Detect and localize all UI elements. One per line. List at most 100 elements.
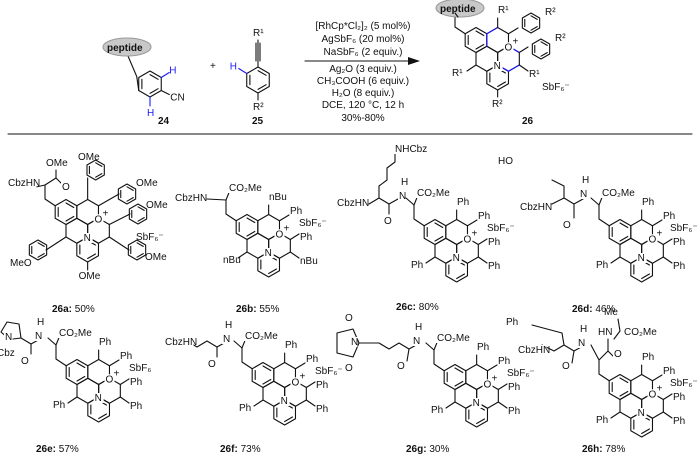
fused-ring-E	[465, 401, 489, 428]
compound-number-26: 26	[522, 116, 534, 127]
product-26	[435, 0, 529, 91]
bond-chain	[613, 318, 621, 340]
aryl-ring	[86, 159, 105, 181]
label-background	[174, 193, 204, 203]
label-background	[603, 307, 616, 317]
pyrylium-oxygen-label: O	[464, 234, 472, 245]
bond-chain	[44, 184, 56, 207]
bond-chain	[590, 197, 600, 206]
nitrile-label: CN	[170, 93, 184, 104]
side-chain-label: CO₂Me	[602, 188, 635, 199]
substituent-n_right-label: OMe	[146, 200, 168, 211]
nitrogen-label: N	[494, 61, 501, 72]
label-background	[104, 374, 115, 385]
substituent-top-label: Ph	[285, 340, 297, 351]
aryl-ring	[28, 239, 48, 261]
substituent-n_right-label: Ph	[300, 232, 312, 243]
label-background	[647, 234, 658, 245]
aryl-ring	[127, 239, 147, 261]
bond-chain	[336, 328, 360, 358]
bond-chain	[55, 344, 67, 367]
substituent-bottom-label: nBu	[300, 256, 318, 267]
substituent-top-label: Ph	[99, 337, 111, 348]
bond	[497, 401, 508, 409]
compound-number: 26c:	[396, 302, 416, 313]
bond	[486, 364, 498, 372]
bond	[160, 89, 170, 96]
substituent-n_right-label: Ph	[673, 237, 685, 248]
label-background	[579, 189, 587, 199]
condition-line: CH₃COOH (6 equiv.)	[317, 76, 409, 87]
positive-charge-label: +	[103, 208, 109, 219]
bond	[497, 81, 506, 88]
bond	[65, 202, 75, 209]
bond	[425, 256, 436, 264]
positive-charge-label: +	[300, 371, 306, 382]
label-background	[581, 175, 589, 185]
label-background	[636, 253, 647, 263]
substituent-n_right-label: Ph	[508, 382, 520, 393]
aryl-ring	[128, 203, 148, 225]
compound-26g	[336, 328, 508, 428]
bond	[305, 399, 316, 407]
substituent-left-label: Ph	[239, 403, 251, 414]
bond	[246, 230, 256, 237]
peptide-bubble	[102, 37, 152, 57]
nitrogen-label: N	[453, 253, 460, 264]
aryl-ring	[531, 38, 551, 60]
label-background	[492, 61, 503, 71]
yield-value: 78%	[605, 444, 625, 455]
side-chain-label: O	[208, 359, 216, 370]
nitrogen-label: N	[473, 398, 480, 409]
label-background	[263, 248, 274, 258]
side-chain-label: O	[614, 349, 622, 360]
compound-number: 26e:	[36, 444, 56, 455]
bond	[497, 383, 508, 391]
compound-number: 26d:	[572, 304, 593, 315]
compound-number-24: 24	[158, 116, 170, 127]
side-chain-label: CbzHN	[337, 198, 369, 209]
bond	[610, 411, 621, 419]
label-background	[519, 202, 549, 212]
side-chain-label: N	[399, 191, 406, 202]
bond-chain	[531, 324, 565, 346]
bond	[45, 236, 67, 251]
substituent-right-label: Ph	[663, 211, 675, 222]
bond	[434, 235, 444, 242]
r2-label: R²	[492, 99, 503, 110]
label-background	[4, 332, 12, 342]
side-chain-label: H	[582, 175, 589, 186]
bond-chain	[225, 199, 237, 222]
substituent-left-label: MeO	[10, 258, 32, 269]
hydrogen-label: H	[230, 62, 237, 73]
bond-chain	[368, 197, 390, 205]
side-chain-label: Cbz	[0, 348, 15, 359]
pyrylium-oxygen-label: O	[484, 379, 492, 390]
label-background	[164, 337, 194, 347]
side-chain-label: NHCbz	[395, 144, 427, 155]
bond	[507, 64, 520, 72]
bond	[87, 253, 96, 260]
label-background	[396, 361, 404, 371]
substituent-bottom-label: Ph	[130, 401, 142, 412]
side-chain-label: HN	[598, 327, 612, 338]
bond	[477, 238, 488, 246]
peptide-label: peptide	[107, 43, 143, 54]
side-chain-label: HO	[498, 156, 513, 167]
yield-value: 73%	[241, 444, 261, 455]
substituent-bottom-label: R¹	[529, 69, 540, 80]
bond	[37, 253, 45, 258]
label-background	[577, 338, 585, 348]
side-chain-label: O	[384, 216, 392, 227]
bond	[119, 396, 130, 404]
label-background	[279, 396, 290, 406]
bond-chain	[12, 337, 32, 345]
bond	[445, 401, 456, 409]
substituent-left-label: Ph	[431, 405, 443, 416]
aryl-ring	[117, 183, 137, 205]
bond	[662, 256, 673, 264]
label-background	[623, 327, 653, 337]
label-background-layer	[0, 42, 658, 418]
positive-charge-label: +	[472, 228, 478, 239]
label-background	[290, 377, 301, 388]
